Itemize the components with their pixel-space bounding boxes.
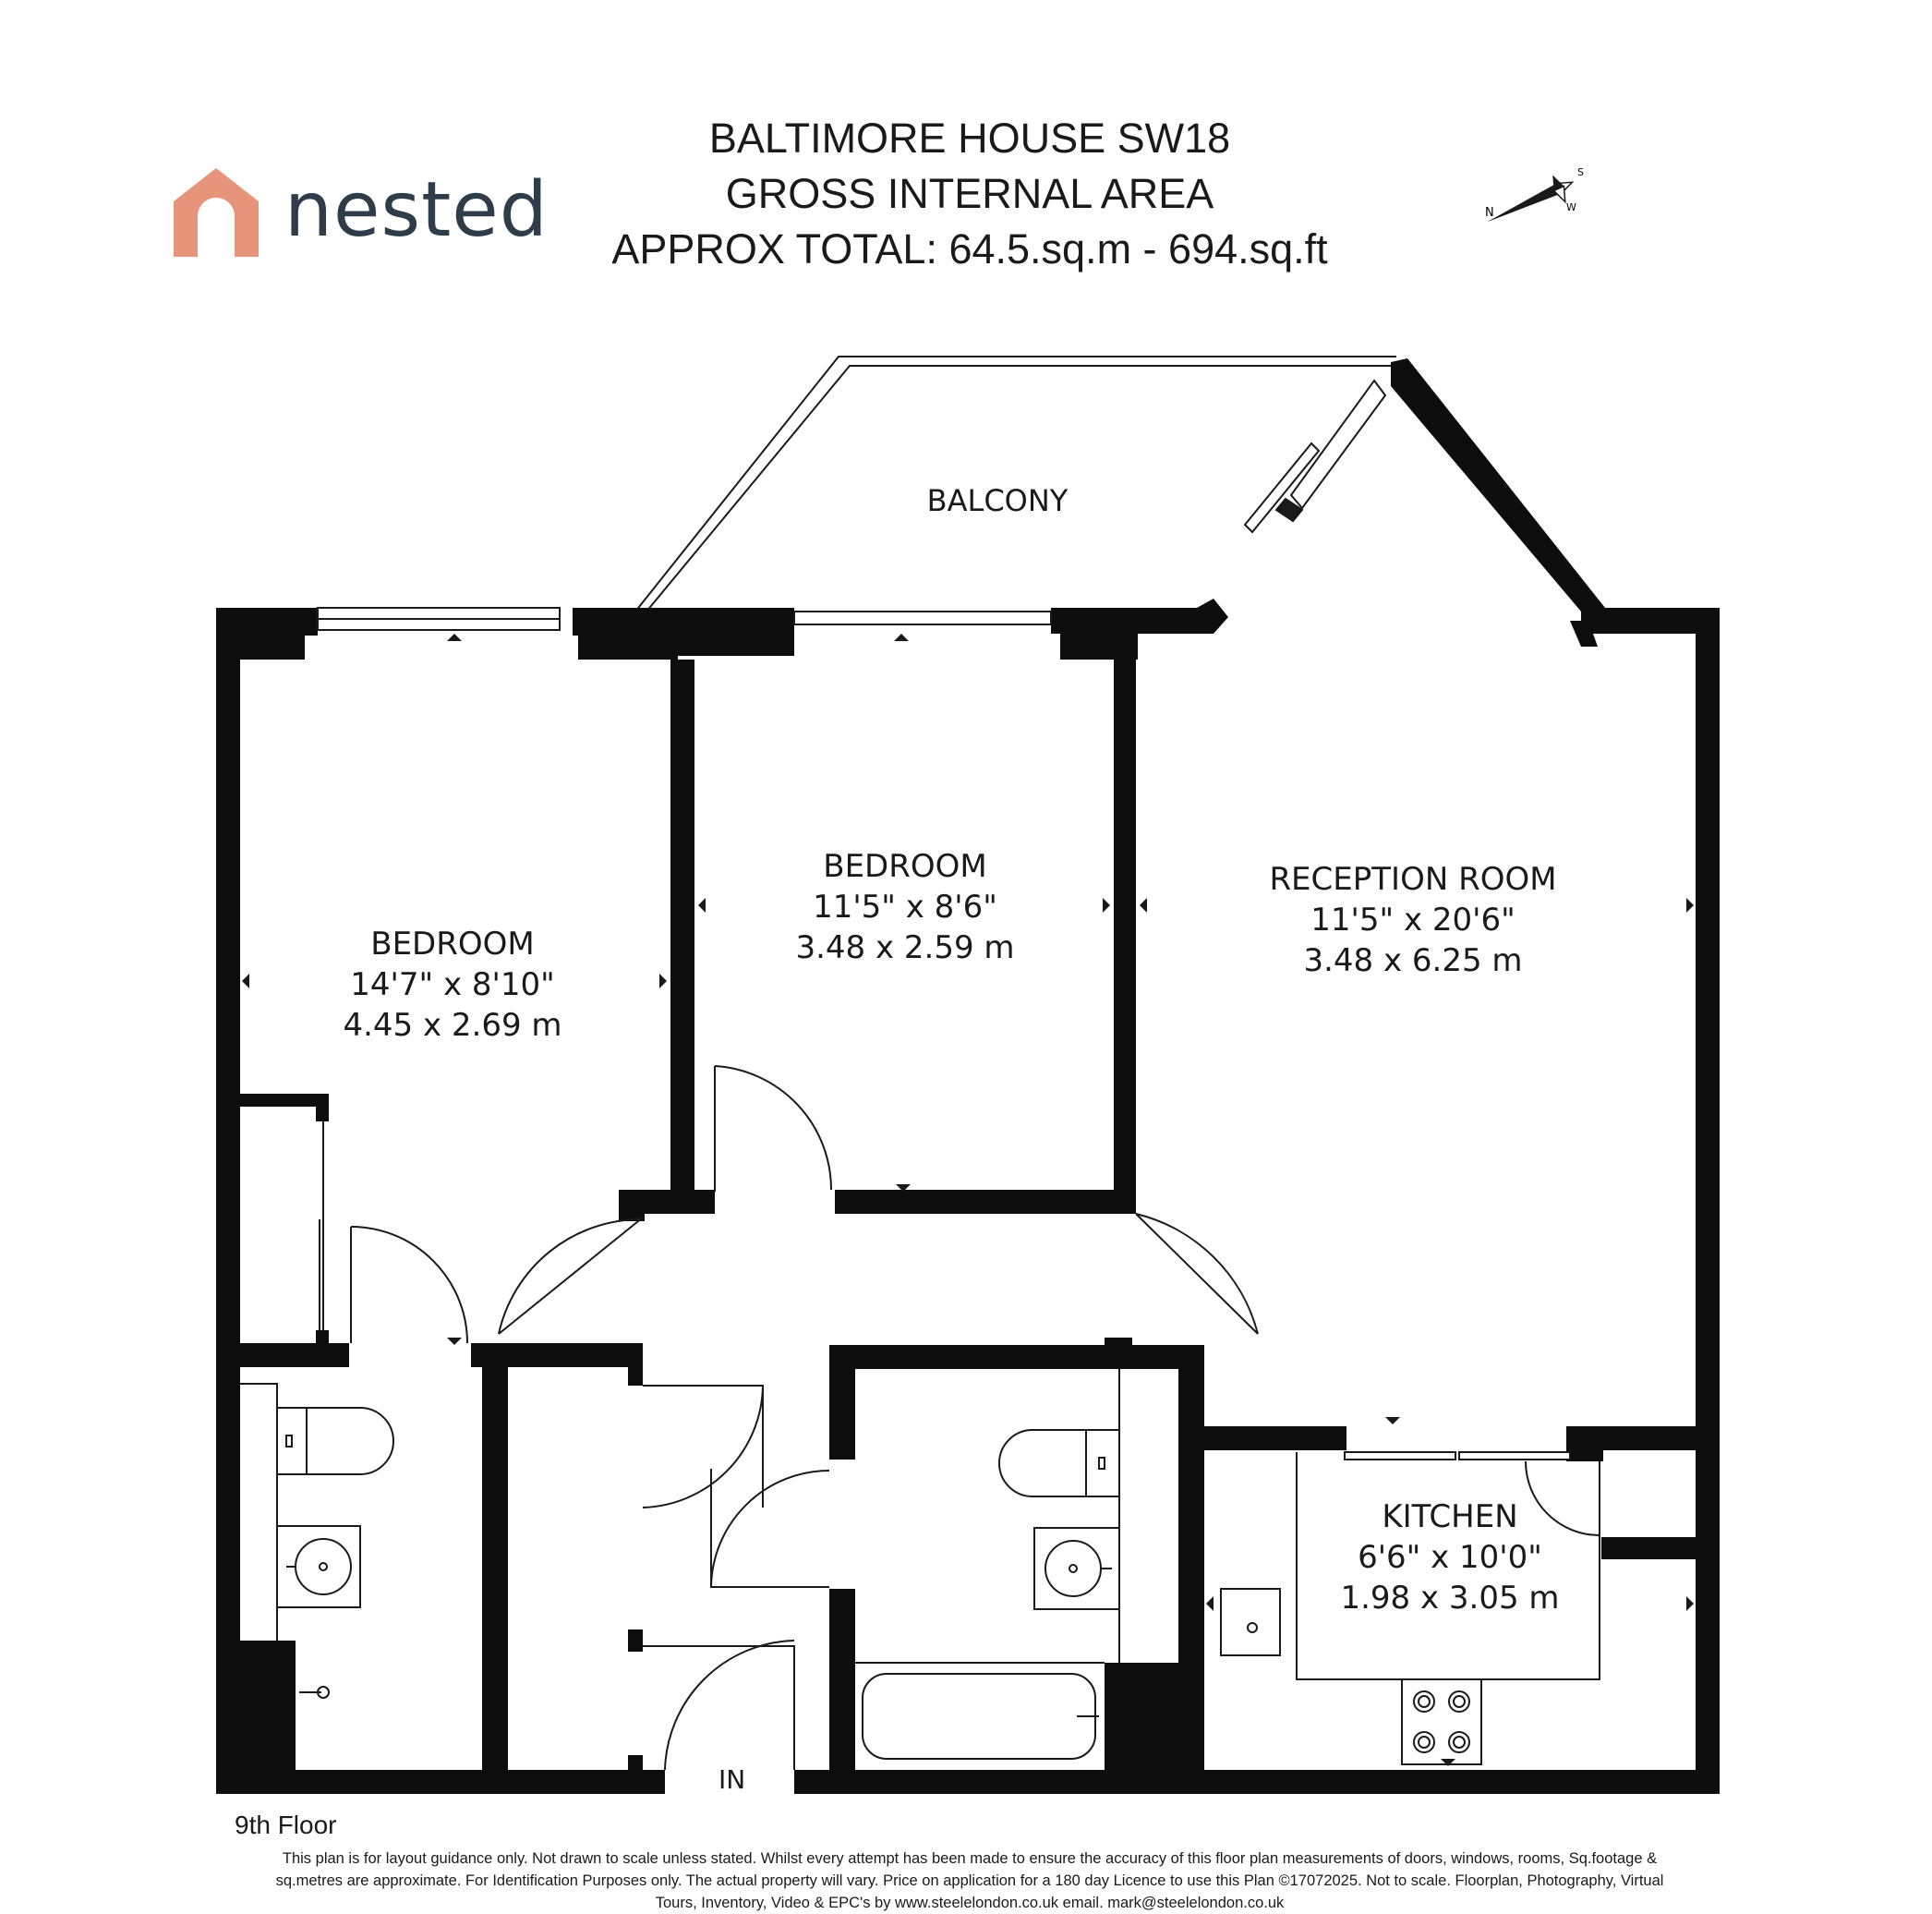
kitchen-sliding-doors <box>1344 1451 1571 1460</box>
plan-title: BALTIMORE HOUSE SW18 GROSS INTERNAL AREA… <box>517 111 1422 277</box>
kitchen-counter <box>1220 1452 1600 1765</box>
svg-text:W: W <box>1566 201 1576 213</box>
disclaimer: This plan is for layout guidance only. N… <box>222 1847 1718 1914</box>
floor-name: 9th Floor <box>235 1811 337 1839</box>
disclaimer-line-3: Tours, Inventory, Video & EPC's by www.s… <box>655 1895 1285 1911</box>
bedroom2-name: BEDROOM <box>823 848 987 885</box>
windows <box>317 607 1052 631</box>
right-bathroom-fixtures <box>855 1369 1120 1760</box>
kitchen-label: KITCHEN 6'6" x 10'0" 1.98 x 3.05 m <box>1302 1496 1598 1618</box>
entrance-label: IN <box>718 1764 746 1795</box>
kitchen-imperial: 6'6" x 10'0" <box>1358 1539 1542 1576</box>
compass-icon: N S W <box>1485 166 1584 223</box>
reception-metric: 3.48 x 6.25 m <box>1303 942 1523 979</box>
reception-name: RECEPTION ROOM <box>1269 861 1557 898</box>
svg-text:S: S <box>1577 166 1584 178</box>
bedroom1-name: BEDROOM <box>370 926 535 963</box>
kitchen-name: KITCHEN <box>1382 1498 1518 1535</box>
reception-label: RECEPTION ROOM 11'5" x 20'6" 3.48 x 6.25… <box>1228 859 1598 981</box>
bedroom2-metric: 3.48 x 2.59 m <box>795 929 1015 966</box>
logo-wordmark: nested <box>284 166 549 254</box>
balcony-outline <box>634 356 1396 612</box>
title-total-area: APPROX TOTAL: 64.5.sq.m - 694.sq.ft <box>611 225 1328 273</box>
disclaimer-line-1: This plan is for layout guidance only. N… <box>282 1850 1658 1867</box>
balcony-door <box>1243 379 1387 534</box>
walls <box>216 358 1720 1794</box>
svg-text:N: N <box>1485 206 1494 220</box>
bedroom2-label: BEDROOM 11'5" x 8'6" 3.48 x 2.59 m <box>757 846 1053 968</box>
dimension-arrows <box>242 634 1694 1766</box>
reception-imperial: 11'5" x 20'6" <box>1310 902 1515 939</box>
bedroom2-imperial: 11'5" x 8'6" <box>813 889 997 926</box>
bedroom1-metric: 4.45 x 2.69 m <box>343 1007 562 1044</box>
bedroom1-imperial: 14'7" x 8'10" <box>350 966 555 1003</box>
balcony-label: BALCONY <box>926 483 1069 518</box>
bedroom1-label: BEDROOM 14'7" x 8'10" 4.45 x 2.69 m <box>305 924 600 1046</box>
nested-logo-icon <box>174 168 259 257</box>
disclaimer-line-2: sq.metres are approximate. For Identific… <box>275 1872 1664 1889</box>
title-area-heading: GROSS INTERNAL AREA <box>725 170 1214 217</box>
door-swings <box>319 1065 1600 1771</box>
title-building: BALTIMORE HOUSE SW18 <box>708 115 1231 162</box>
left-bathroom-fixtures <box>240 1383 394 1699</box>
kitchen-metric: 1.98 x 3.05 m <box>1340 1580 1560 1617</box>
